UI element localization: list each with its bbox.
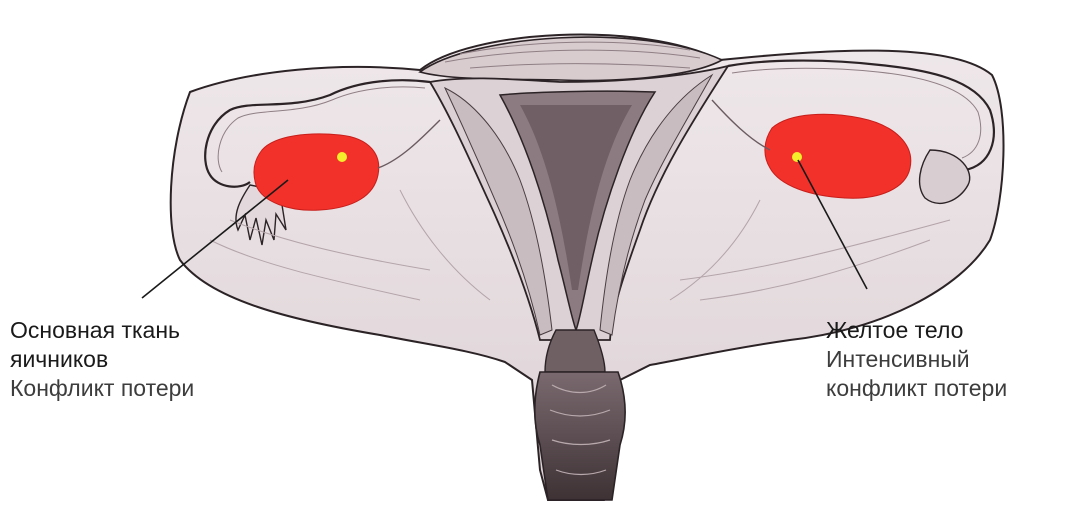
label-right-line2: Интенсивный bbox=[826, 345, 1007, 374]
label-left-line2: яичников bbox=[10, 345, 194, 374]
label-ovarian-tissue: Основная ткань яичников Конфликт потери bbox=[10, 316, 194, 403]
left-ovary-spot bbox=[337, 152, 347, 162]
label-left-line1: Основная ткань bbox=[10, 316, 194, 345]
label-corpus-luteum: Желтое тело Интенсивный конфликт потери bbox=[826, 316, 1007, 403]
left-ovary-highlight bbox=[254, 134, 379, 210]
right-ovary-spot bbox=[792, 152, 802, 162]
label-right-line3: конфликт потери bbox=[826, 374, 1007, 403]
cervical-canal bbox=[545, 330, 605, 372]
label-right-line1: Желтое тело bbox=[826, 316, 1007, 345]
cervix bbox=[535, 372, 625, 500]
label-left-line3: Конфликт потери bbox=[10, 374, 194, 403]
